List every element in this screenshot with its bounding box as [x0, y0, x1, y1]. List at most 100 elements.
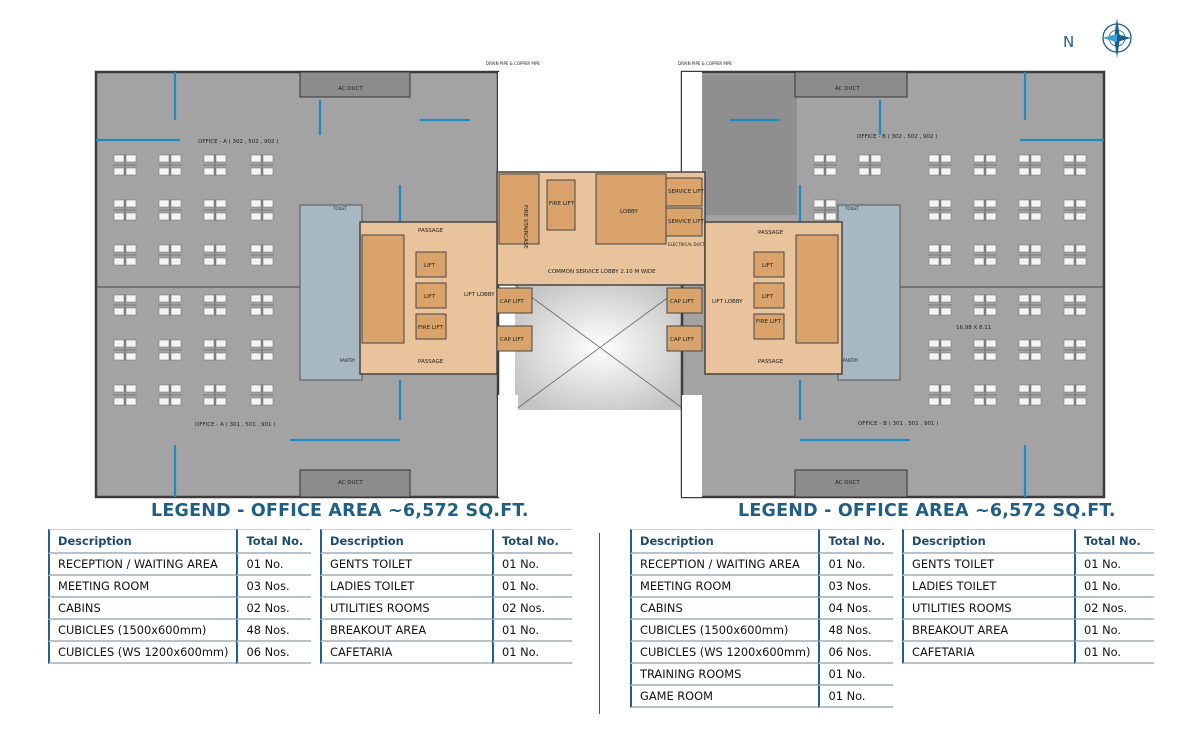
legend-count-cell: 04 Nos. [818, 598, 894, 620]
cubicle-cluster [928, 294, 952, 316]
cubicle-cluster [250, 294, 274, 316]
passage-a-bottom: PASSAGE [418, 359, 444, 365]
cubicle-cluster [250, 199, 274, 221]
cubicle-cluster [973, 384, 997, 406]
drain-pipe-2: DRAIN PIPE & COPPER PIPE [678, 61, 732, 66]
legend-left-title: LEGEND - OFFICE AREA ~6,572 SQ.FT. [151, 501, 529, 521]
cubicle-cluster [928, 244, 952, 266]
cubicle-cluster [1018, 384, 1042, 406]
cubicle-cluster [858, 154, 882, 176]
north-label: N [1063, 33, 1075, 51]
cap-lift-4: CAP LIFT [670, 337, 694, 343]
cubicle-cluster [203, 384, 227, 406]
legend-description-cell: LADIES TOILET [320, 576, 492, 598]
office-b-bottom-label: OFFICE - B ( 301 , 501 , 901 ) [858, 421, 938, 427]
legend-count-cell: 03 Nos. [818, 576, 894, 598]
legend-count-cell: 06 Nos. [236, 642, 312, 664]
cubicle-cluster [973, 294, 997, 316]
cubicle-cluster [973, 339, 997, 361]
cubicle-cluster [113, 384, 137, 406]
cubicle-cluster [928, 339, 952, 361]
central-core [359, 171, 843, 375]
compass-icon [1102, 18, 1132, 58]
legend-description-cell: LADIES TOILET [902, 576, 1074, 598]
cubicle-cluster [158, 339, 182, 361]
legend-count-cell: 02 Nos. [1074, 598, 1154, 620]
legend-count-cell: 02 Nos. [492, 598, 572, 620]
cubicle-cluster [973, 199, 997, 221]
legend-count-cell: Total No. [1074, 529, 1154, 554]
cubicle-cluster [113, 339, 137, 361]
legend-count-cell: 03 Nos. [236, 576, 312, 598]
pantry-a: PANTRY [340, 358, 356, 363]
lift-b-2: LIFT [762, 294, 774, 300]
ac-duct-1: AC DUCT [338, 86, 363, 92]
cubicle-cluster [158, 294, 182, 316]
legend-description-cell: UTILITIES ROOMS [320, 598, 492, 620]
cubicle-cluster [1018, 339, 1042, 361]
cap-lift-3: CAP LIFT [670, 299, 694, 305]
legend-count-cell: 01 No. [818, 554, 894, 576]
cubicle-cluster [158, 244, 182, 266]
legend-count-cell: 01 No. [818, 686, 894, 708]
cubicle-cluster [1018, 199, 1042, 221]
legend-count-cell: 06 Nos. [818, 642, 894, 664]
cubicle-cluster [250, 154, 274, 176]
legend-description-cell: CUBICLES (WS 1200x600mm) [630, 642, 819, 664]
lift-a-1: LIFT [424, 263, 436, 269]
legend-count-cell: 01 No. [492, 620, 572, 642]
cubicle-cluster [1018, 244, 1042, 266]
office-b-top-label: OFFICE - B ( 302 , 502 , 902 ) [857, 134, 937, 140]
passage-a-top: PASSAGE [418, 228, 444, 234]
passage-b-bottom: PASSAGE [758, 359, 784, 365]
fire-lift-b: FIRE LIFT [756, 319, 782, 325]
legend-description-cell: Description [320, 529, 492, 554]
lift-b-1: LIFT [762, 263, 774, 269]
toilet-b: TOILET [844, 206, 860, 211]
legend-description-cell: GAME ROOM [630, 686, 819, 708]
cubicle-cluster [250, 244, 274, 266]
cubicle-cluster [928, 154, 952, 176]
legend-count-cell: 01 No. [1074, 576, 1154, 598]
cubicle-cluster [1063, 244, 1087, 266]
cubicle-cluster [203, 199, 227, 221]
fire-staircase-label: FIRE STAIRCASE [522, 205, 528, 249]
legend-row: CUBICLES (WS 1200x600mm)06 Nos. [48, 642, 312, 664]
fire-lift-label: FIRE LIFT [549, 201, 575, 207]
legend-description-cell: GENTS TOILET [902, 554, 1074, 576]
cap-lift-1: CAP LIFT [500, 299, 524, 305]
lift-lobby-a: LIFT LOBBY [464, 292, 495, 298]
cubicle-cluster [158, 154, 182, 176]
legend-description-cell: RECEPTION / WAITING AREA [48, 554, 237, 576]
office-a-bottom-label: OFFICE - A ( 301 , 501 , 901 ) [195, 422, 275, 428]
legend-count-cell: 01 No. [1074, 554, 1154, 576]
fire-lift-a: FIRE LIFT [418, 325, 444, 331]
toilet-a: TOILET [332, 206, 348, 211]
legend-right-title: LEGEND - OFFICE AREA ~6,572 SQ.FT. [738, 501, 1116, 521]
cubicle-cluster [813, 199, 837, 221]
ac-duct-4: AC DUCT [835, 480, 860, 486]
legend-count-cell: 01 No. [1074, 642, 1154, 664]
legend-description-cell: MEETING ROOM [630, 576, 819, 598]
legend-description-cell: GENTS TOILET [320, 554, 492, 576]
dimension-label: 16.98 X 8.11 [956, 325, 991, 331]
cubicle-cluster [973, 154, 997, 176]
legend-description-cell: Description [48, 529, 237, 554]
service-lift-label-1: SERVICE LIFT [668, 189, 705, 195]
pantry-b: PANTRY [843, 358, 859, 363]
